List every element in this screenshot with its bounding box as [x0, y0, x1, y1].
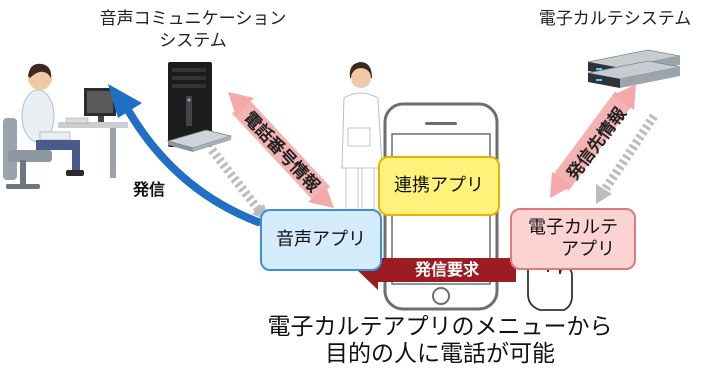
- emr-app-line2: アプリ: [561, 239, 615, 260]
- emr-app-line1: 電子カルテ: [528, 217, 618, 238]
- caption-line1: 電子カルテアプリのメニューから: [267, 314, 613, 340]
- caption-line2: 目的の人に電話が可能: [325, 341, 555, 367]
- call-out-arrow: [120, 100, 262, 226]
- doctor-icon: [3, 63, 128, 189]
- caption: 電子カルテアプリのメニューから 目的の人に電話が可能: [190, 314, 690, 368]
- voice-system-title: 音声コミュニケーション システム: [78, 8, 308, 52]
- hasshin-label: 発信: [133, 180, 166, 199]
- dest-info-pink-arrow: [550, 84, 636, 198]
- nurse-icon: [341, 62, 383, 217]
- voice-system-line1: 音声コミュニケーション: [99, 9, 287, 29]
- emr-app-box[interactable]: 電子カルテ アプリ: [510, 208, 636, 270]
- rack-server-icon: [587, 49, 681, 88]
- request-label: 発信要求: [414, 260, 479, 279]
- phone-info-pink-arrow: [228, 92, 334, 208]
- server-tower-icon: [166, 62, 233, 152]
- voice-system-line2: システム: [159, 31, 227, 51]
- renkei-app-box[interactable]: 連携アプリ: [378, 156, 500, 216]
- emr-system-title: 電子カルテシステム: [538, 9, 692, 29]
- call-out-arrowhead: [108, 84, 142, 118]
- request-arrow: [356, 250, 516, 290]
- dest-info-dash-arrow: [596, 113, 658, 204]
- voice-app-box[interactable]: 音声アプリ: [260, 209, 382, 271]
